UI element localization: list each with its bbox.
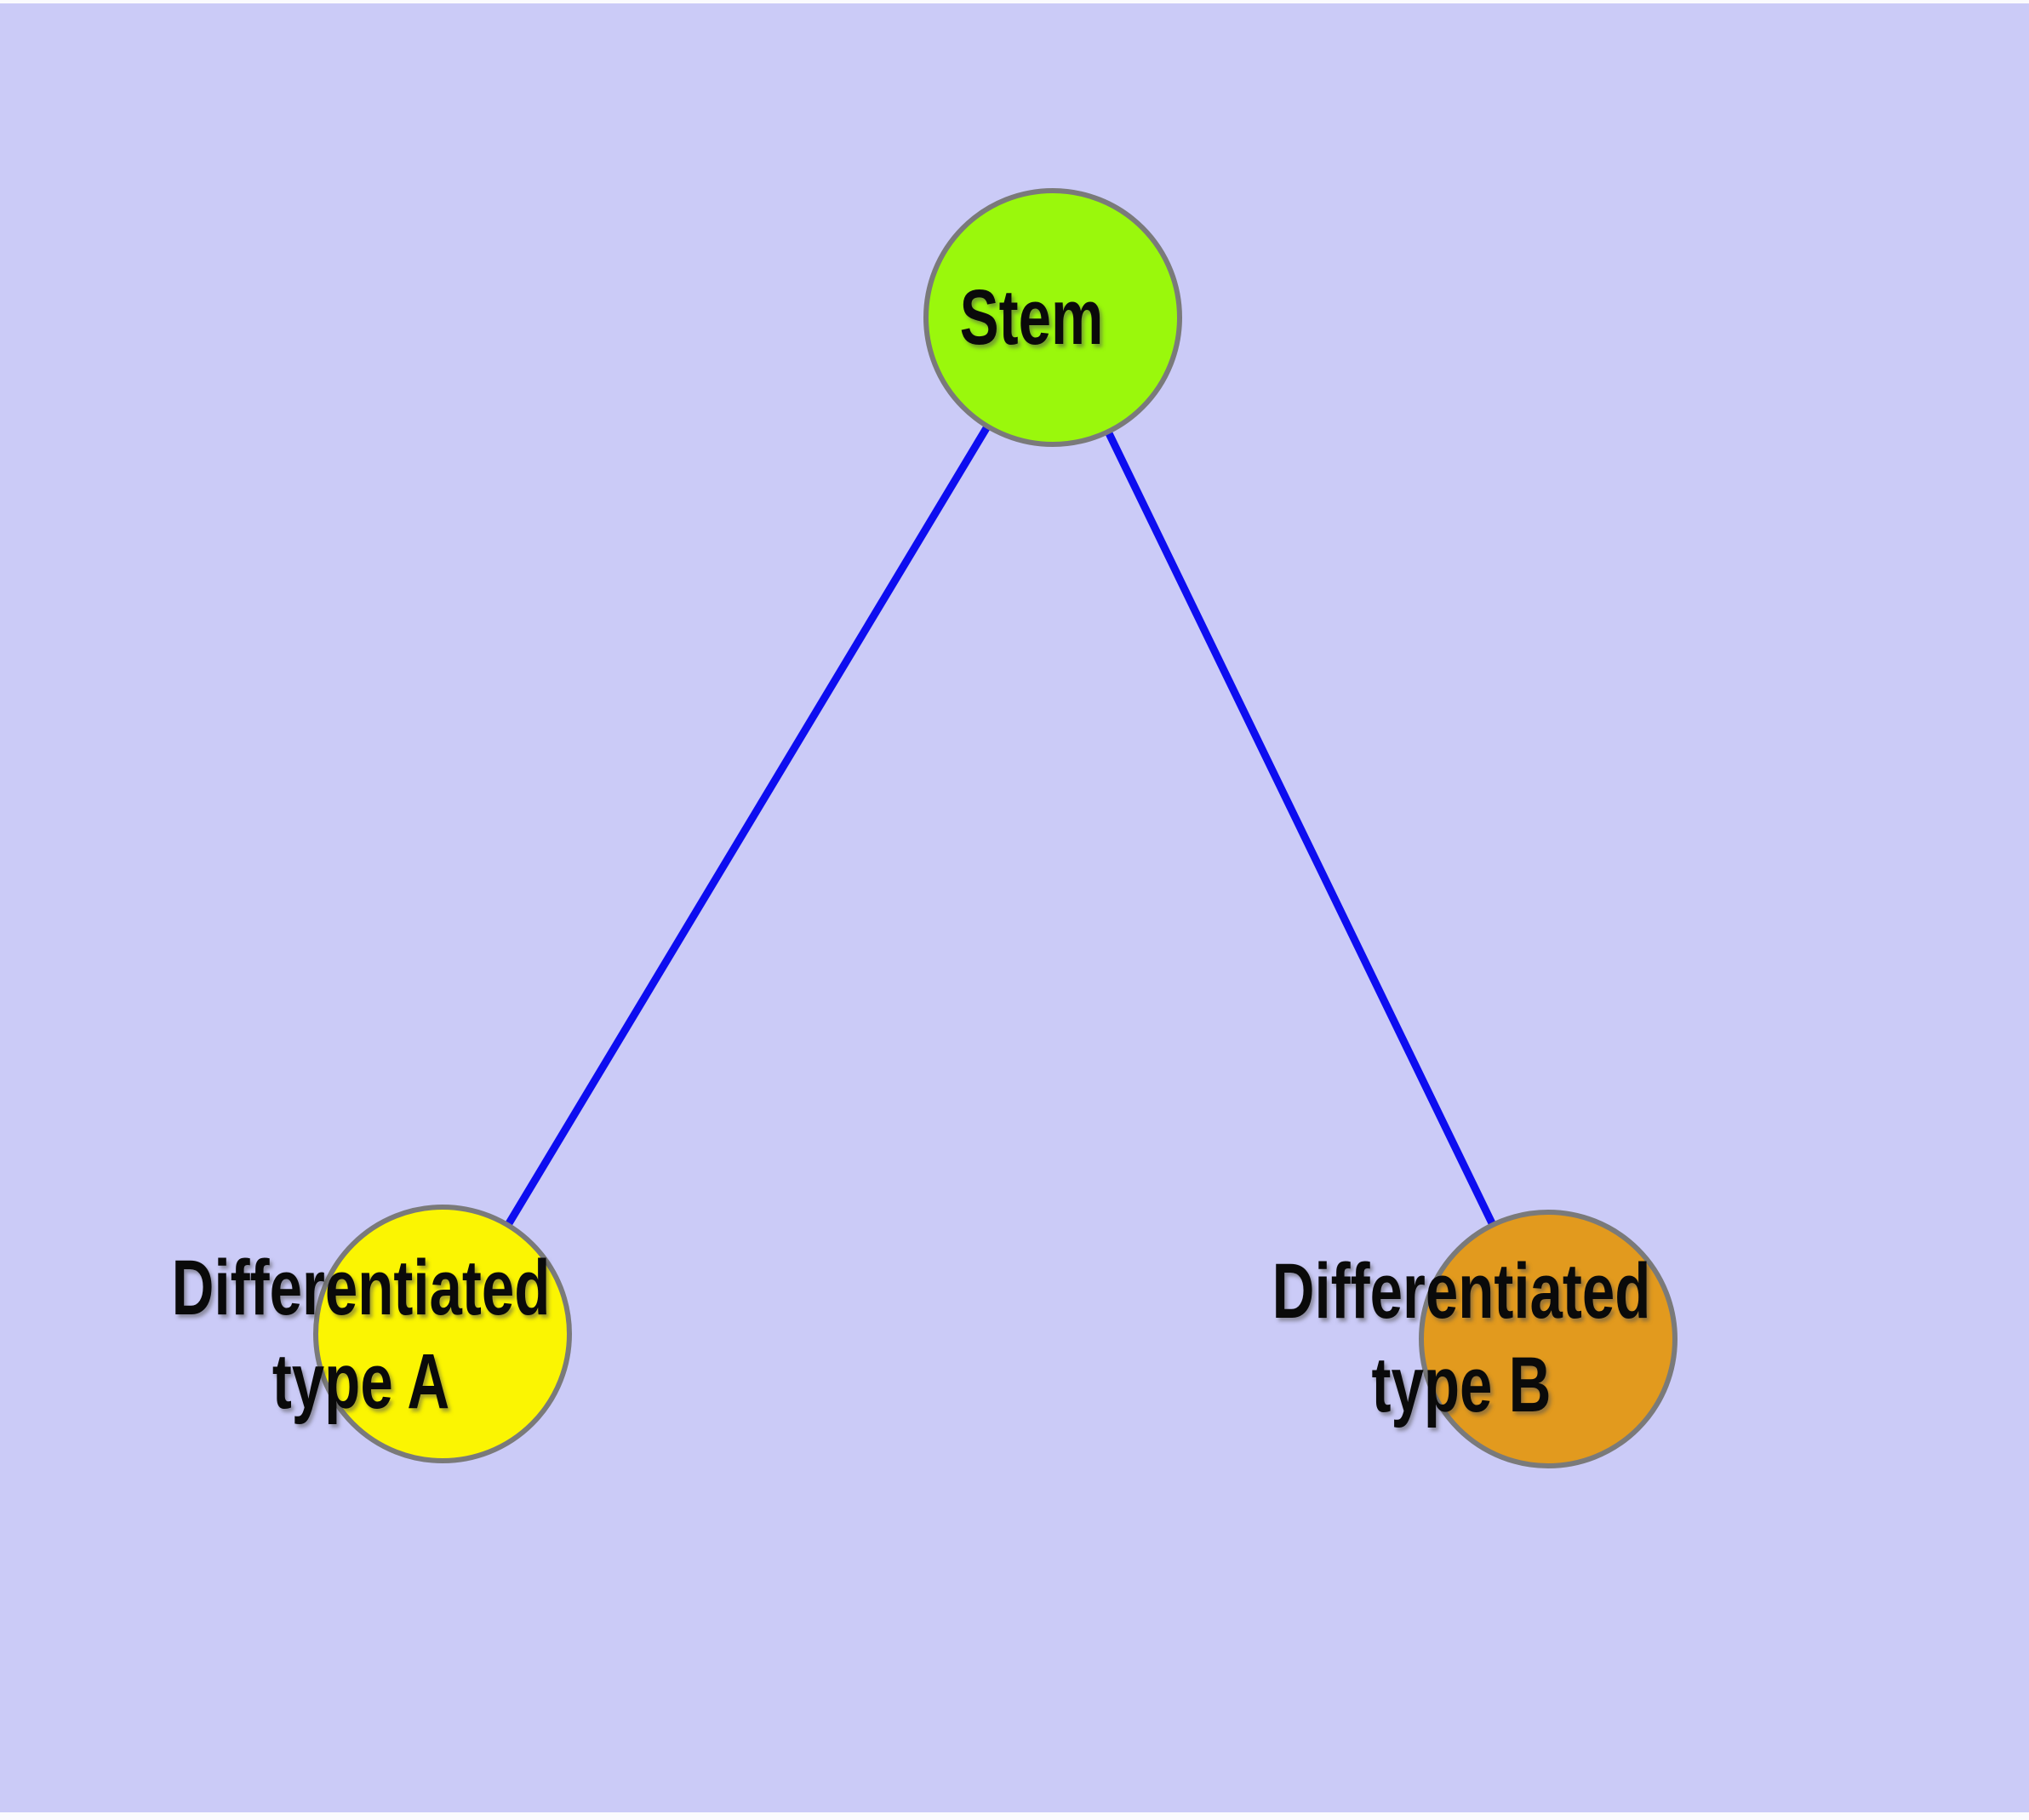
label-line: Stem — [959, 274, 1104, 361]
node-circle-differentiated-type-b — [1419, 1210, 1677, 1468]
edge-stem-to-differentiated-type-a — [439, 315, 1056, 1336]
edge-stem-to-differentiated-type-b — [1049, 316, 1552, 1341]
node-label-differentiated-type-b: Differentiated type B — [1209, 1245, 1714, 1432]
node-label-stem: Stem — [936, 271, 1128, 364]
node-label-stem-text: Stem — [960, 271, 1104, 364]
node-circle-differentiated-type-a — [313, 1205, 572, 1463]
label-line: Differentiated — [1272, 1248, 1651, 1335]
label-line: type B — [1371, 1342, 1552, 1428]
node-label-differentiated-type-b-text: Differentiated type B — [1272, 1245, 1651, 1432]
label-line: Differentiated — [171, 1245, 551, 1331]
node-circle-stem — [923, 188, 1182, 447]
label-line: type A — [271, 1338, 450, 1425]
node-label-differentiated-type-a: Differentiated type A — [109, 1241, 614, 1428]
node-label-differentiated-type-a-text: Differentiated type A — [172, 1241, 551, 1428]
